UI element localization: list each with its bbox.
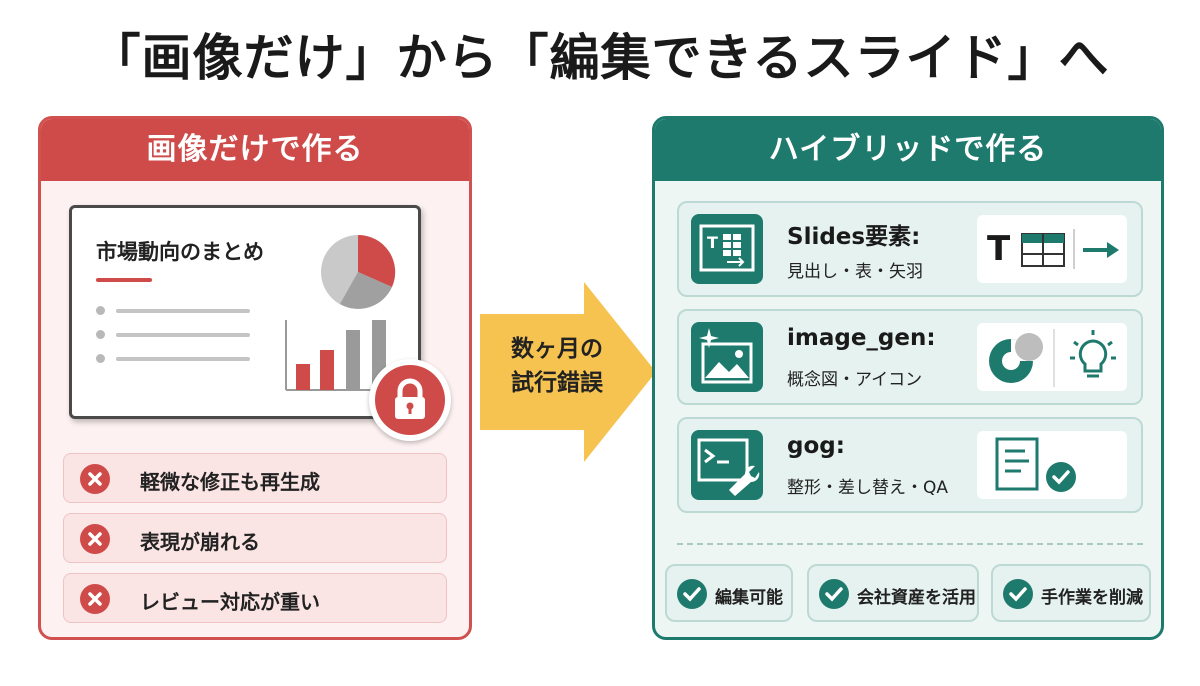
slide-thumbnail: 市場動向のまとめ [69, 205, 421, 419]
issue-item-3: レビュー対応が重い [63, 573, 447, 623]
tool-desc: 整形・差し替え・QA [787, 478, 949, 498]
benefit-editable: 編集可能 [665, 564, 793, 622]
cross-icon [80, 584, 110, 614]
tool-name: gog: [787, 433, 845, 459]
image-gen-visual [977, 323, 1127, 391]
issue-label: レビュー対応が重い [140, 590, 320, 614]
tool-row-gog: gog: 整形・差し替え・QA [677, 417, 1143, 513]
benefit-company-assets: 会社資産を活用 [807, 564, 979, 622]
benefit-reduce-manual: 手作業を削減 [991, 564, 1151, 622]
table-icon [1021, 233, 1065, 267]
slide-title-underline [96, 278, 152, 282]
tool-desc: 概念図・アイコン [787, 370, 923, 390]
arrow-right-icon [1083, 242, 1119, 258]
main-title: 「画像だけ」から「編集できるスライド」へ [90, 29, 1110, 87]
issue-item-1: 軽微な修正も再生成 [63, 453, 447, 503]
check-icon [1003, 579, 1033, 609]
arrow-label-line-1: 数ヶ月の [511, 336, 603, 362]
cross-icon [80, 524, 110, 554]
tool-row-image-gen: image_gen: 概念図・アイコン [677, 309, 1143, 405]
tool-name: Slides要素: [787, 224, 921, 250]
slide-pie-chart-icon [321, 234, 396, 309]
benefit-label: 会社資産を活用 [857, 588, 976, 608]
image-only-panel: 画像だけで作る 市場動向のまとめ [38, 116, 472, 640]
check-icon [819, 579, 849, 609]
benefit-label: 手作業を削減 [1041, 588, 1143, 608]
issue-label: 表現が崩れる [140, 530, 260, 554]
check-icon [677, 579, 707, 609]
lock-icon [369, 359, 451, 441]
divider [677, 543, 1143, 545]
donut-chart-icon [989, 333, 1043, 383]
image-spark-icon [691, 322, 763, 392]
document-check-icon [995, 437, 1076, 492]
image-only-header: 画像だけで作る [41, 119, 469, 181]
slide-table-icon: T [691, 214, 763, 284]
slide-bullet-3 [96, 354, 256, 364]
tool-desc: 見出し・表・矢羽 [787, 262, 923, 282]
tool-row-slides: T Slides要素: 見出し・表・矢羽 T [677, 201, 1143, 297]
slide-title: 市場動向のまとめ [96, 240, 264, 264]
svg-text:T: T [707, 233, 718, 252]
issue-item-2: 表現が崩れる [63, 513, 447, 563]
hybrid-header: ハイブリッドで作る [655, 119, 1161, 181]
arrow-label: 数ヶ月の 試行錯誤 [492, 332, 622, 400]
lightbulb-icon [1070, 330, 1116, 378]
terminal-wrench-icon [691, 430, 763, 500]
benefit-label: 編集可能 [715, 588, 783, 608]
slide-bullet-1 [96, 306, 256, 316]
tool-name: image_gen: [787, 325, 936, 351]
gog-visual [977, 431, 1127, 499]
slide-bullet-2 [96, 330, 256, 340]
hybrid-panel: ハイブリッドで作る T Slides要素: 見出し・表・矢羽 T [652, 116, 1164, 640]
arrow-label-line-2: 試行錯誤 [511, 370, 603, 396]
slides-elements-visual: T [977, 215, 1127, 283]
text-glyph: T [987, 229, 1011, 269]
issue-label: 軽微な修正も再生成 [140, 470, 320, 494]
transition-arrow-icon [480, 282, 656, 462]
cross-icon [80, 464, 110, 494]
